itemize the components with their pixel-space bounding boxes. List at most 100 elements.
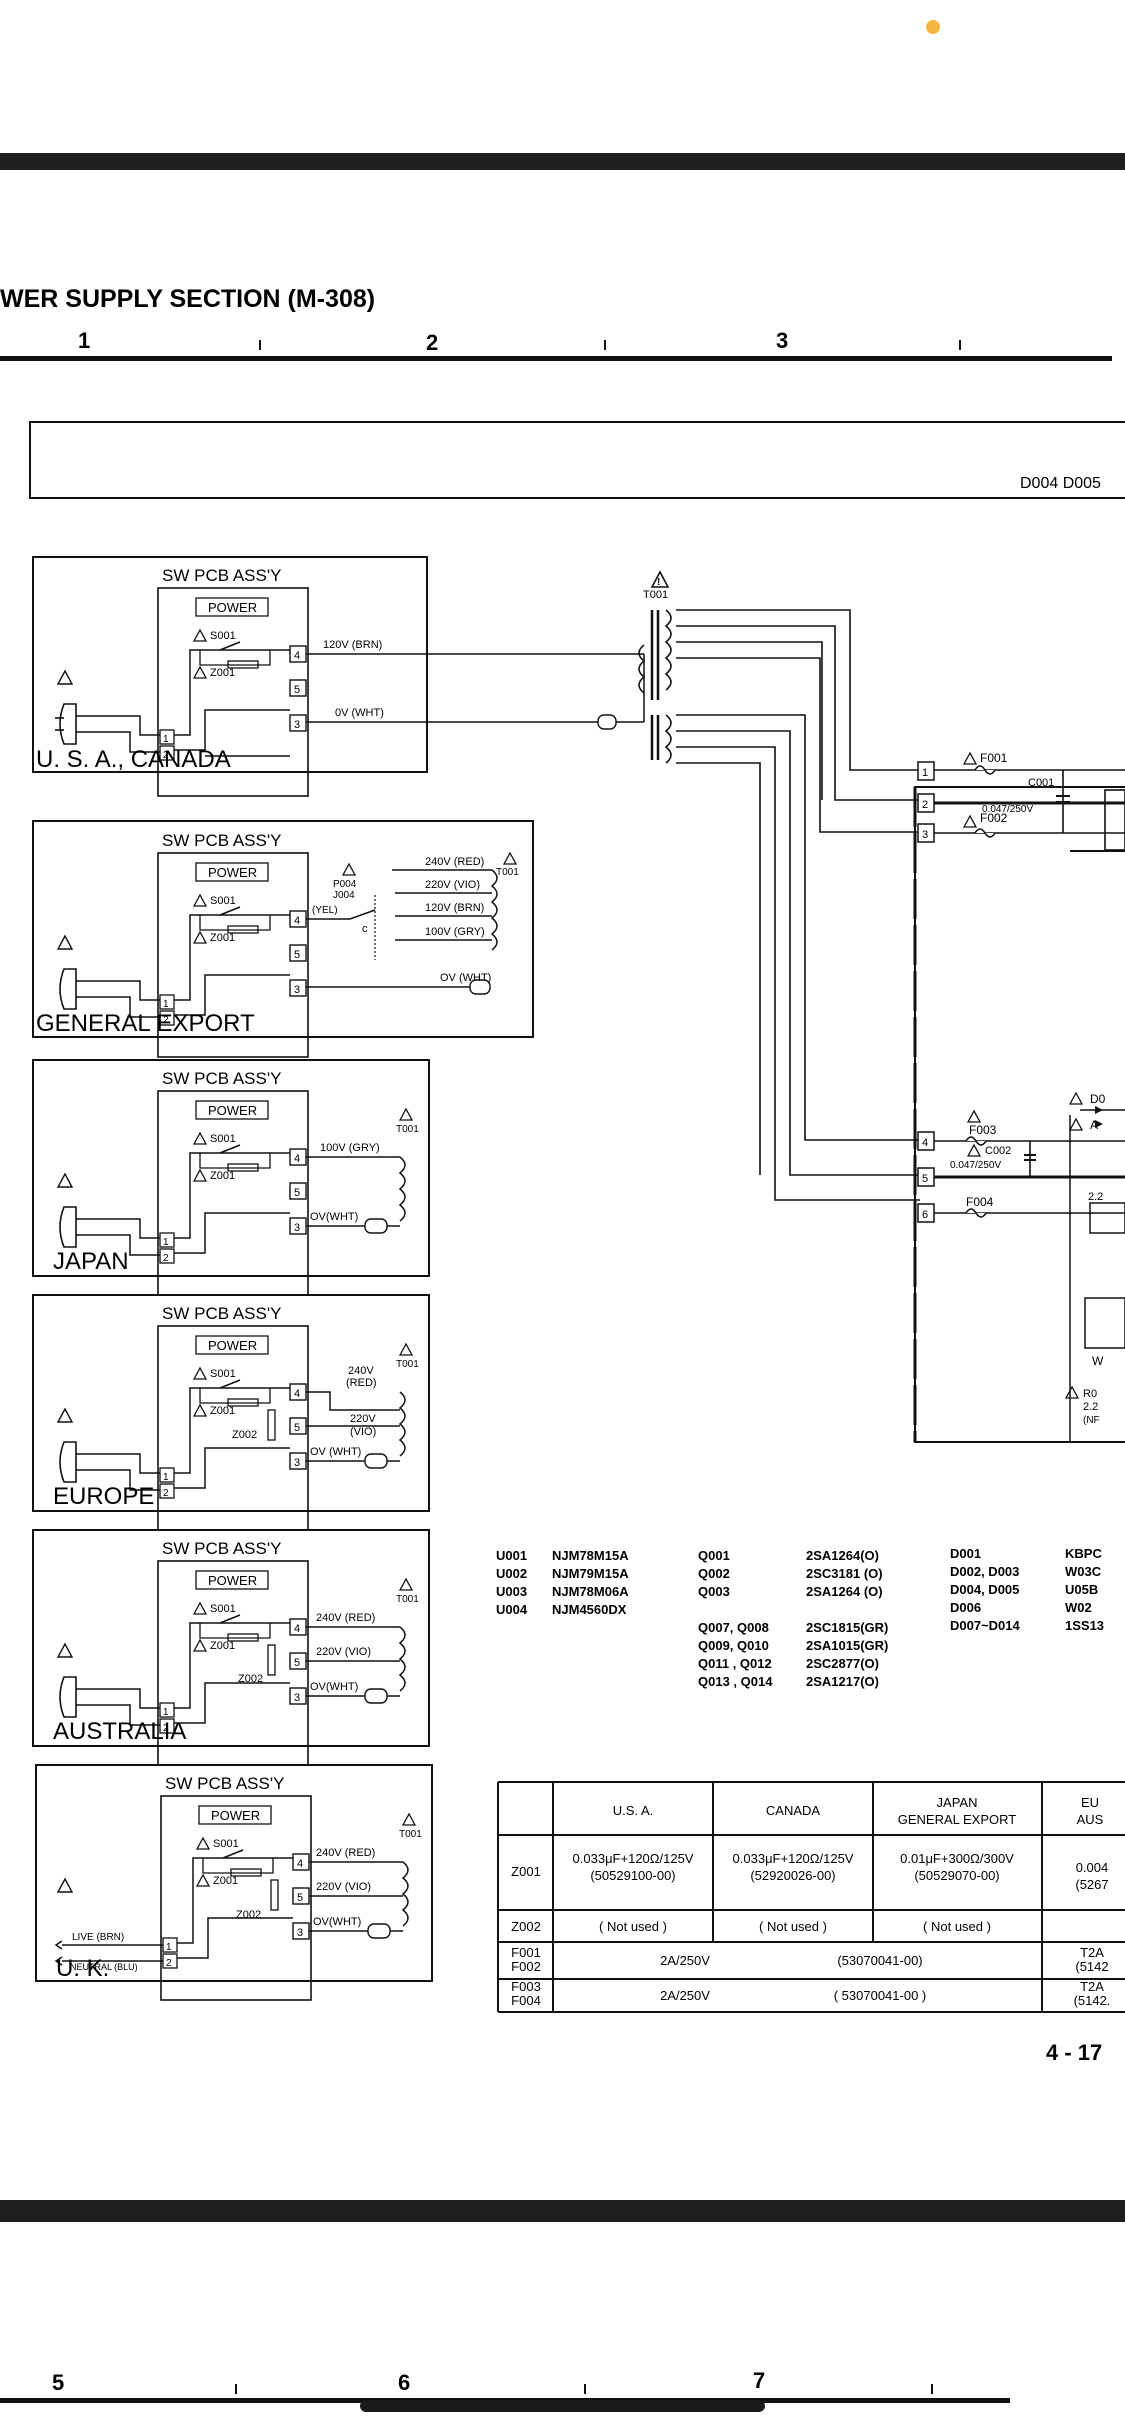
svg-text:220V (VIO): 220V (VIO) (316, 1881, 371, 1893)
svg-text:1: 1 (922, 767, 928, 779)
svg-text:(50529100-00): (50529100-00) (590, 1868, 675, 1883)
svg-text:POWER: POWER (208, 1338, 257, 1353)
svg-text:F003: F003 (969, 1123, 997, 1137)
svg-text:W: W (1092, 1354, 1104, 1368)
svg-text:5: 5 (294, 1422, 300, 1434)
section-title: WER SUPPLY SECTION (M-308) (0, 285, 375, 313)
svg-text:(VIO): (VIO) (350, 1426, 376, 1438)
svg-text:2.2: 2.2 (1083, 1401, 1098, 1413)
svg-text:JAPAN: JAPAN (937, 1795, 978, 1810)
svg-text:D0: D0 (1090, 1092, 1106, 1106)
svg-text:Q011 , Q012: Q011 , Q012 (698, 1656, 772, 1671)
svg-text:Z002: Z002 (238, 1673, 263, 1685)
svg-text:3: 3 (294, 719, 300, 731)
svg-text:OV (WHT): OV (WHT) (440, 972, 491, 984)
svg-text:Z001: Z001 (210, 1170, 235, 1182)
svg-text:GENERAL EXPORT: GENERAL EXPORT (898, 1812, 1017, 1827)
block-uk: SW PCB ASS'Y POWER S001 Z001 Z002 4 5 3 … (35, 1764, 433, 2001)
svg-text:(5142.: (5142. (1074, 1993, 1111, 2008)
svg-text:(52920026-00): (52920026-00) (750, 1868, 835, 1883)
svg-text:0.033μF+120Ω/125V: 0.033μF+120Ω/125V (733, 1851, 854, 1866)
svg-text:5: 5 (294, 684, 300, 696)
svg-text:Z001: Z001 (511, 1864, 541, 1879)
svg-text:2A/250V: 2A/250V (660, 1953, 710, 1968)
svg-text:3: 3 (294, 1222, 300, 1234)
svg-text:( Not used ): ( Not used ) (599, 1919, 667, 1934)
svg-text:T001: T001 (396, 1359, 419, 1370)
svg-text:D007~D014: D007~D014 (950, 1618, 1021, 1633)
svg-text:U003: U003 (496, 1584, 527, 1599)
svg-text:Q009, Q010: Q009, Q010 (698, 1638, 769, 1653)
svg-text:Z001: Z001 (210, 932, 235, 944)
header-box (29, 421, 1125, 499)
svg-text:U.S. A.: U.S. A. (613, 1803, 653, 1818)
svg-text:2: 2 (163, 1488, 169, 1499)
svg-text:KBPC: KBPC (1065, 1546, 1102, 1561)
svg-text:SW PCB ASS'Y: SW PCB ASS'Y (162, 831, 281, 850)
svg-text:POWER: POWER (208, 1103, 257, 1118)
svg-text:5: 5 (294, 1657, 300, 1669)
svg-text:S001: S001 (213, 1838, 239, 1850)
svg-text:(5142: (5142 (1075, 1959, 1108, 1974)
svg-text:(NF: (NF (1083, 1415, 1100, 1426)
bottom-divider-bar (0, 2200, 1125, 2222)
top-divider-bar (0, 153, 1125, 173)
svg-text:4: 4 (294, 650, 300, 662)
svg-text:3: 3 (922, 829, 928, 841)
svg-text:0.047/250V: 0.047/250V (950, 1160, 1001, 1171)
svg-text:3: 3 (294, 1457, 300, 1469)
svg-text:2: 2 (163, 750, 169, 761)
svg-text:2: 2 (922, 799, 928, 811)
svg-text:S001: S001 (210, 1133, 236, 1145)
svg-text:(53070041-00): (53070041-00) (837, 1953, 922, 1968)
svg-text:4: 4 (294, 1623, 300, 1635)
svg-text:240V (RED): 240V (RED) (425, 856, 484, 868)
svg-text:CANADA: CANADA (766, 1803, 821, 1818)
svg-text:T2A: T2A (1080, 1979, 1104, 1994)
svg-text:Z001: Z001 (210, 667, 235, 679)
svg-text:Z002: Z002 (232, 1429, 257, 1441)
svg-text:1: 1 (163, 1237, 169, 1248)
svg-text:SW PCB ASS'Y: SW PCB ASS'Y (162, 1069, 281, 1088)
svg-text:c: c (362, 923, 368, 935)
column-ruler (0, 356, 1112, 361)
status-dot (926, 20, 940, 34)
svg-text:5: 5 (297, 1892, 303, 1904)
svg-text:U001: U001 (496, 1548, 527, 1563)
svg-text:2SA1264 (O): 2SA1264 (O) (806, 1584, 883, 1599)
svg-text:EUROPE: EUROPE (53, 1483, 154, 1510)
svg-text:C002: C002 (985, 1145, 1011, 1157)
svg-text:6: 6 (922, 1209, 928, 1221)
svg-text:T2A: T2A (1080, 1945, 1104, 1960)
box-label: D004 D005 (1020, 475, 1101, 492)
column-number-2: 2 (426, 330, 438, 355)
svg-text:(RED): (RED) (346, 1377, 377, 1389)
svg-text:5: 5 (294, 949, 300, 961)
svg-text:2SA1015(GR): 2SA1015(GR) (806, 1638, 888, 1653)
svg-text:A: A (1090, 1118, 1098, 1132)
svg-text:2: 2 (166, 1958, 172, 1969)
svg-text:SW PCB ASS'Y: SW PCB ASS'Y (162, 1539, 281, 1558)
svg-text:S001: S001 (210, 630, 236, 642)
home-indicator[interactable] (360, 2400, 765, 2412)
svg-text:U05B: U05B (1065, 1582, 1098, 1597)
svg-text:4: 4 (922, 1137, 928, 1149)
svg-text:220V (VIO): 220V (VIO) (316, 1646, 371, 1658)
svg-text:POWER: POWER (208, 1573, 257, 1588)
component-table: U.S. A. CANADA JAPAN GENERAL EXPORT EU A… (497, 1781, 1125, 2013)
svg-text:(5267: (5267 (1075, 1877, 1108, 1892)
svg-text:1: 1 (163, 1707, 169, 1718)
svg-text:2: 2 (163, 1015, 169, 1026)
column-number-6: 6 (398, 2370, 410, 2395)
svg-text:1: 1 (166, 1942, 172, 1953)
svg-text:(YEL): (YEL) (312, 905, 338, 916)
block-japan: SW PCB ASS'Y POWER S001 Z001 4 5 3 1 2 1… (32, 1059, 430, 1296)
svg-text:S001: S001 (210, 895, 236, 907)
svg-text:T001: T001 (396, 1594, 419, 1605)
svg-text:4: 4 (294, 1388, 300, 1400)
svg-text:SW PCB ASS'Y: SW PCB ASS'Y (162, 1304, 281, 1323)
svg-text:F002: F002 (980, 811, 1008, 825)
svg-text:(50529070-00): (50529070-00) (914, 1868, 999, 1883)
svg-text:100V (GRY): 100V (GRY) (320, 1142, 380, 1154)
svg-text:U. K.: U. K. (56, 1955, 109, 1982)
